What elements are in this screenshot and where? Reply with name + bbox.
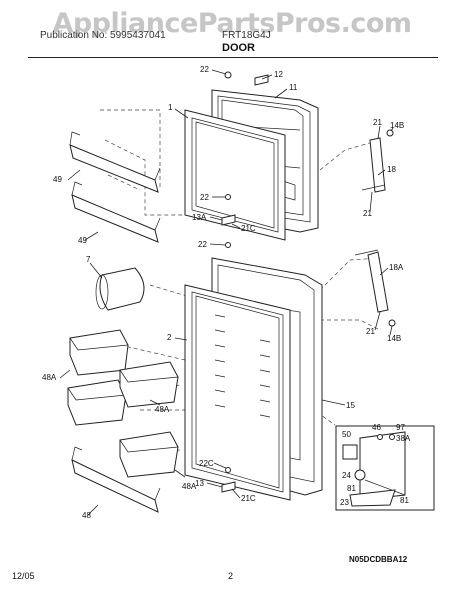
callout-21-upper-hinge: 21 bbox=[373, 118, 382, 127]
callout-48a-middle: 48A bbox=[155, 405, 170, 414]
callout-21-lower-hinge: 21 bbox=[366, 327, 375, 336]
callout-14b-upper: 14B bbox=[390, 121, 404, 130]
footer-page-number: 2 bbox=[228, 571, 234, 581]
dairy-canister-7 bbox=[95, 267, 145, 311]
callout-21c-lower: 21C bbox=[241, 494, 256, 503]
freezer-door-shelf-49-upper bbox=[69, 131, 161, 193]
door-shelf-48 bbox=[71, 446, 161, 513]
callout-7: 7 bbox=[86, 255, 91, 264]
door-bin-48a-1 bbox=[69, 329, 129, 376]
hinge-18 bbox=[361, 137, 386, 193]
callout-11: 11 bbox=[289, 83, 298, 92]
door-bin-48a-4 bbox=[119, 431, 179, 478]
callout-12: 12 bbox=[274, 70, 283, 79]
callout-23: 23 bbox=[340, 498, 349, 507]
callout-13a: 13A bbox=[192, 213, 207, 222]
door-bin-48a-2 bbox=[67, 379, 127, 426]
leader-lines bbox=[59, 69, 394, 516]
watermark: AppliancePartsPros.com bbox=[52, 8, 412, 39]
section-title: DOOR bbox=[222, 42, 255, 54]
footer-date: 12/05 bbox=[12, 571, 35, 581]
callout-49-lower: 49 bbox=[78, 236, 87, 245]
callout-48: 48 bbox=[82, 511, 91, 520]
callout-97: 97 bbox=[396, 423, 405, 432]
door-bin-48a-3 bbox=[119, 361, 179, 408]
callout-24: 24 bbox=[342, 471, 351, 480]
door-shelf-ribs bbox=[214, 314, 271, 418]
inset-box bbox=[335, 425, 435, 511]
callout-14b-lower: 14B bbox=[387, 334, 401, 343]
callout-22-top: 22 bbox=[200, 65, 209, 74]
callout-50: 50 bbox=[342, 430, 351, 439]
callout-15: 15 bbox=[346, 401, 355, 410]
freezer-door-shelf-49-lower bbox=[71, 181, 161, 243]
callout-49-upper: 49 bbox=[53, 175, 62, 184]
model-number: FRT18G4J bbox=[222, 30, 271, 41]
callout-22-lower: 22 bbox=[198, 240, 207, 249]
callout-21-middle: 21 bbox=[363, 209, 372, 218]
diagram-reference: N05DCDBBA12 bbox=[349, 555, 408, 564]
callout-21c-upper: 21C bbox=[241, 224, 256, 233]
callout-48a-lower: 48A bbox=[182, 482, 197, 491]
callout-2: 2 bbox=[167, 333, 172, 342]
callout-13: 13 bbox=[195, 479, 204, 488]
hardware-parts bbox=[221, 71, 396, 493]
callout-81-left: 81 bbox=[347, 484, 356, 493]
callout-38a: 38A bbox=[396, 434, 411, 443]
publication-number: Publication No: 5995437041 bbox=[40, 30, 166, 41]
callout-81-right: 81 bbox=[400, 496, 409, 505]
callout-18: 18 bbox=[387, 165, 396, 174]
callout-22c: 22C bbox=[199, 459, 214, 468]
freezer-gasket-1 bbox=[184, 109, 286, 241]
callout-22-middle: 22 bbox=[200, 193, 209, 202]
callout-1: 1 bbox=[168, 103, 173, 112]
fresh-food-gasket-2 bbox=[184, 284, 291, 501]
callout-46: 46 bbox=[372, 423, 381, 432]
hinge-18a bbox=[354, 249, 389, 313]
callout-48a-left: 48A bbox=[42, 373, 57, 382]
callout-18a: 18A bbox=[389, 263, 404, 272]
header-rule bbox=[28, 57, 438, 58]
